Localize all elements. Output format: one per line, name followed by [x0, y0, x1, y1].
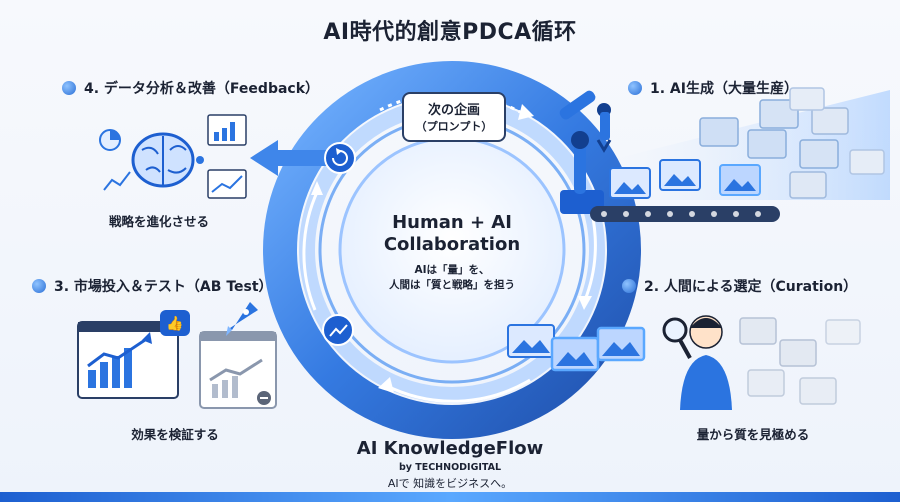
center-sub-line1: AIは「量」を、	[414, 264, 490, 276]
next-plan-sub: （プロンプト）	[415, 120, 493, 133]
center-text: Human + AI Collaboration AIは「量」を、 人間は「質と…	[352, 212, 552, 292]
step-4-caption: 戦略を進化させる	[108, 214, 209, 229]
step-4-label: 4. データ分析＆改善（Feedback）	[62, 78, 319, 98]
step-1-text: 1. AI生成（大量生産）	[650, 81, 798, 97]
center-title-line2: Collaboration	[383, 234, 521, 255]
page-title: AI時代的創意PDCA循环	[323, 20, 577, 45]
center-title-line1: Human + AI	[392, 212, 512, 233]
bullet-dot-icon	[622, 279, 636, 293]
step-1-label: 1. AI生成（大量生産）	[628, 78, 798, 98]
generated-images	[609, 87, 885, 199]
brand-name: AI KnowledgeFlow	[356, 438, 544, 459]
next-plan-label: 次の企画	[427, 103, 480, 118]
brand-tagline: AIで 知識をビジネスへ。	[387, 477, 513, 490]
bullet-dot-icon	[628, 81, 642, 95]
next-plan-box: 次の企画 （プロンプト）	[402, 92, 506, 142]
brain-analytics-icon	[99, 114, 247, 199]
center-sub-line2: 人間は「質と戦略」を担う	[389, 279, 515, 291]
bottom-accent-bar	[0, 492, 900, 502]
step-3-label: 3. 市場投入＆テスト（AB Test）	[32, 276, 273, 296]
step-4-text: 4. データ分析＆改善（Feedback）	[84, 81, 320, 97]
robot-arm-icon	[559, 90, 612, 214]
person-icon	[662, 315, 732, 410]
step-2-caption: 量から質を見極める	[696, 427, 810, 442]
step-2-text: 2. 人間による選定（Curation）	[644, 279, 858, 295]
step-2-label: 2. 人間による選定（Curation）	[622, 276, 857, 296]
svg-text:👍: 👍	[166, 315, 183, 332]
bullet-dot-icon	[32, 279, 46, 293]
step-3-caption: 効果を検証する	[131, 427, 219, 442]
bullet-dot-icon	[62, 81, 76, 95]
curated-images	[507, 317, 861, 405]
brand-by: by TECHNODIGITAL	[398, 462, 502, 473]
step-3-text: 3. 市場投入＆テスト（AB Test）	[54, 279, 273, 295]
ab-test-screens: 👍	[77, 302, 277, 409]
